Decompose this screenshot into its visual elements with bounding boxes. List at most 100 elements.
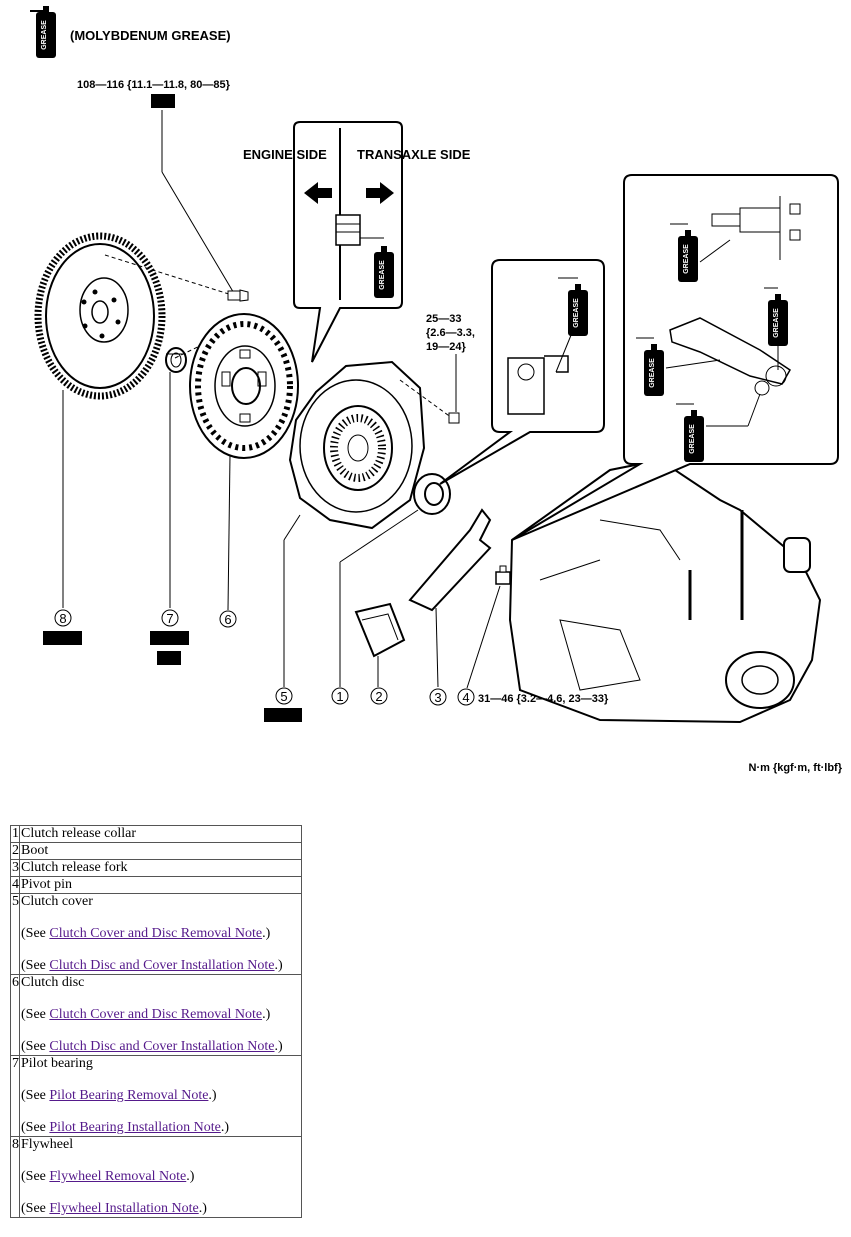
callout-1: 1 bbox=[331, 687, 349, 705]
cover-bolt bbox=[448, 412, 460, 424]
part-number: 2 bbox=[10, 842, 20, 860]
note-suffix: .) bbox=[274, 958, 283, 973]
svg-text:1: 1 bbox=[336, 689, 343, 704]
part-description: Clutch disc(See Clutch Cover and Disc Re… bbox=[19, 974, 302, 1056]
detail-release-fork bbox=[511, 174, 839, 541]
part-note: (See Flywheel Installation Note.) bbox=[21, 1201, 300, 1217]
note-suffix: .) bbox=[274, 1039, 283, 1054]
part-description: Clutch release fork bbox=[19, 859, 302, 877]
note-link[interactable]: Flywheel Removal Note bbox=[49, 1169, 187, 1184]
callout-5-symbol bbox=[264, 708, 302, 722]
transaxle-side-label: TRANSAXLE SIDE bbox=[357, 147, 471, 162]
callout-7-torque-symbol bbox=[157, 651, 181, 665]
part-description: Clutch release collar bbox=[19, 825, 302, 843]
callout-6: 6 bbox=[219, 610, 237, 628]
note-prefix: (See bbox=[21, 1088, 50, 1103]
flywheel-bolt bbox=[227, 289, 249, 302]
part-note: (See Clutch Disc and Cover Installation … bbox=[21, 958, 300, 974]
part-name: Clutch release collar bbox=[21, 826, 137, 841]
svg-text:2: 2 bbox=[375, 689, 382, 704]
torque-symbol-box bbox=[151, 94, 175, 108]
part-note: (See Pilot Bearing Removal Note.) bbox=[21, 1088, 300, 1104]
note-link[interactable]: Pilot Bearing Installation Note bbox=[49, 1120, 221, 1135]
note-suffix: .) bbox=[262, 926, 271, 941]
clutch-cover-illustration bbox=[288, 360, 426, 530]
pivot-pin-illustration bbox=[495, 565, 511, 585]
callout-5: 5 bbox=[275, 687, 293, 705]
note-suffix: .) bbox=[262, 1007, 271, 1022]
note-suffix: .) bbox=[186, 1169, 195, 1184]
note-prefix: (See bbox=[21, 958, 50, 973]
part-number: 7 bbox=[10, 1055, 20, 1137]
part-name: Flywheel bbox=[21, 1137, 74, 1152]
note-suffix: .) bbox=[220, 1120, 230, 1135]
note-suffix: .) bbox=[208, 1088, 217, 1103]
flywheel-bolt-torque: 108—116 {11.1—11.8, 80—85} bbox=[77, 79, 231, 91]
pilot-bearing-illustration bbox=[165, 347, 187, 373]
part-note: (See Clutch Cover and Disc Removal Note.… bbox=[21, 1007, 300, 1023]
note-link[interactable]: Flywheel Installation Note bbox=[49, 1201, 199, 1216]
transaxle-illustration bbox=[508, 458, 822, 724]
cover-bolt-torque-2: {2.6—3.3, bbox=[426, 327, 475, 339]
flywheel-illustration bbox=[34, 232, 166, 400]
part-name: Clutch cover bbox=[21, 894, 93, 909]
svg-text:6: 6 bbox=[224, 612, 231, 627]
note-link[interactable]: Clutch Disc and Cover Installation Note bbox=[49, 1039, 275, 1054]
callout-7: 7 bbox=[161, 609, 179, 627]
part-number: 3 bbox=[10, 859, 20, 877]
part-number: 5 bbox=[10, 893, 20, 975]
callout-8: 8 bbox=[54, 609, 72, 627]
callout-3: 3 bbox=[429, 688, 447, 706]
svg-text:3: 3 bbox=[434, 690, 441, 705]
detail-release-collar bbox=[439, 259, 605, 485]
part-description: Pilot bearing (See Pilot Bearing Removal … bbox=[19, 1055, 302, 1137]
note-prefix: (See bbox=[21, 1007, 50, 1022]
part-description: Clutch cover (See Clutch Cover and Disc R… bbox=[19, 893, 302, 975]
legend-label: (MOLYBDENUM GREASE) bbox=[70, 28, 231, 43]
note-link[interactable]: Clutch Cover and Disc Removal Note bbox=[49, 1007, 263, 1022]
pivot-pin-torque: 31—46 {3.2—4.6, 23—33} bbox=[478, 693, 609, 705]
part-description: Pivot pin bbox=[19, 876, 302, 894]
svg-text:8: 8 bbox=[59, 611, 66, 626]
note-link[interactable]: Clutch Disc and Cover Installation Note bbox=[49, 958, 275, 973]
note-prefix: (See bbox=[21, 1039, 50, 1054]
part-note: (See Clutch Disc and Cover Installation … bbox=[21, 1039, 300, 1055]
callout-2: 2 bbox=[370, 687, 388, 705]
part-number: 8 bbox=[10, 1136, 20, 1218]
clutch-exploded-diagram: GREASE (MOLYBDENUM GREASE) 108—116 {11.1… bbox=[30, 6, 843, 774]
part-name: Clutch release fork bbox=[21, 860, 128, 875]
part-number: 6 bbox=[10, 974, 20, 1056]
svg-text:5: 5 bbox=[280, 689, 287, 704]
part-number: 4 bbox=[10, 876, 20, 894]
note-link[interactable]: Clutch Cover and Disc Removal Note bbox=[49, 926, 263, 941]
torque-units: N·m {kgf·m, ft·lbf} bbox=[749, 762, 843, 774]
engine-side-label: ENGINE SIDE bbox=[243, 147, 327, 162]
detail-engine-transaxle bbox=[293, 121, 403, 363]
note-prefix: (See bbox=[21, 1169, 50, 1184]
cover-bolt-torque-1: 25—33 bbox=[426, 313, 461, 325]
release-fork-illustration bbox=[408, 508, 492, 612]
note-link[interactable]: Pilot Bearing Removal Note bbox=[49, 1088, 209, 1103]
part-number: 1 bbox=[10, 825, 20, 843]
callout-8-symbol bbox=[43, 631, 82, 645]
clutch-disc-illustration bbox=[189, 313, 299, 459]
part-name: Pilot bearing bbox=[21, 1056, 93, 1071]
part-note: (See Pilot Bearing Installation Note.) bbox=[21, 1120, 300, 1136]
svg-text:7: 7 bbox=[166, 611, 173, 626]
note-suffix: .) bbox=[198, 1201, 207, 1216]
cover-bolt-torque-3: 19—24} bbox=[426, 341, 466, 353]
part-note: (See Clutch Cover and Disc Removal Note.… bbox=[21, 926, 300, 942]
part-name: Boot bbox=[21, 843, 49, 858]
svg-text:4: 4 bbox=[462, 690, 469, 705]
part-name: Pivot pin bbox=[21, 877, 72, 892]
boot-illustration bbox=[354, 602, 406, 658]
